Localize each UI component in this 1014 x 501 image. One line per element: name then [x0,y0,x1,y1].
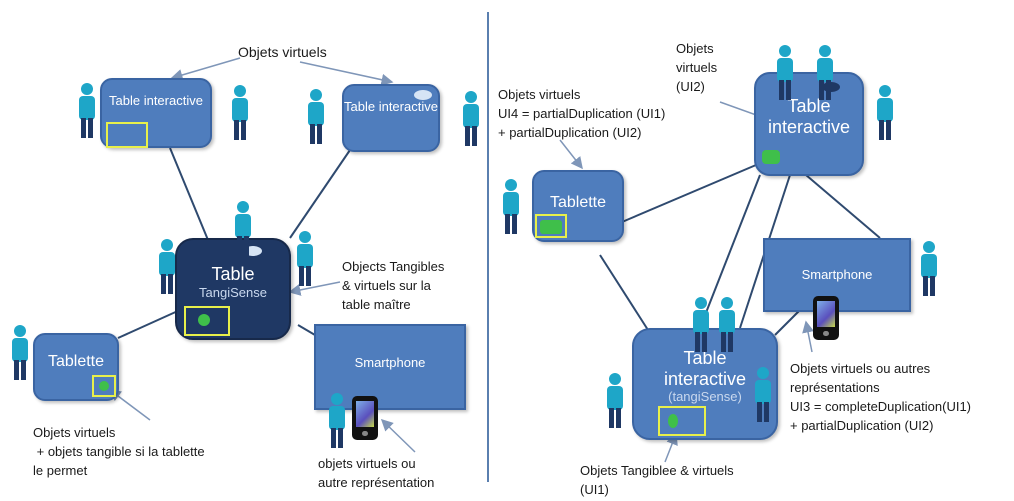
node-tablette-right: Tablette [532,170,624,242]
person-icon [232,85,248,140]
person-icon [79,83,95,138]
table1-screen-highlight [106,122,148,148]
node-smartphone-right-label: Smartphone [801,267,873,282]
label-tablette-right: Objets virtuels UI4 = partialDuplication… [498,87,666,140]
node-table2-label: Table interactive [344,99,438,114]
person-icon [308,89,324,144]
label-ui1: Objets Tangiblee & virtuels (UI1) [580,463,734,497]
node-master-sub: TangiSense [199,284,267,300]
person-icon [817,45,833,100]
arrow-master-label [288,281,341,296]
arrow-objets-to-table1 [170,57,241,81]
person-icon [503,179,519,234]
node-smartphone-left-label: Smartphone [354,355,426,370]
edge-rtable-tablet [621,164,757,223]
edge-table1-master [169,147,209,241]
node-table-tangisense: Table TangiSense [175,238,291,340]
tablet-right-object-icon [540,220,562,234]
person-icon [693,297,709,352]
panel-divider [487,12,489,482]
node-table-interactive-1: Table interactive [100,78,212,148]
node-table1-label: Table interactive [109,93,203,108]
node-master-title: Table [211,264,255,284]
master-object-icon [244,246,262,256]
label-tablette-left: Objets virtuels + objets tangible si la … [33,425,205,478]
smartphone-left-icon [352,396,378,440]
label-smartphone-left: objets virtuels ou autre représentation [318,456,435,490]
edge-master-phone [297,324,316,336]
bottom-tangible-object-icon [668,414,678,428]
label-objets-virtuels-ui2: Objets virtuels (UI2) [676,41,718,94]
person-icon [159,239,175,294]
person-icon [719,297,735,352]
node-smartphone-right: Smartphone [763,238,911,312]
arrow-ui4-to-tablet [559,139,583,170]
node-tablette-right-label: Tablette [549,194,607,211]
person-icon [877,85,893,140]
person-icon [777,45,793,100]
label-objets-virtuels-left: Objets virtuels [238,44,327,60]
person-icon [921,241,937,296]
arrow-phone-label [380,418,416,453]
arrow-objets-to-table2 [299,61,394,86]
person-icon [755,367,771,422]
person-icon [12,325,28,380]
bottom-screen-highlight [658,406,706,436]
tablet-right-screen-highlight [535,214,567,238]
master-screen-highlight [184,306,230,336]
person-icon [607,373,623,428]
smartphone-right-icon [813,296,839,340]
label-master: Objects Tangibles & virtuels sur la tabl… [342,259,445,312]
label-smartphone-right: Objets virtuels ou autres représentation… [790,361,971,433]
node-table-right-label: Table interactive [767,96,851,137]
node-bottom-sub: (tangiSense) [668,389,742,405]
person-icon [329,393,345,448]
person-icon [297,231,313,286]
node-tablette-left-label: Tablette [47,353,105,370]
tablet-left-object-icon [99,381,109,391]
edge-table2-master [289,149,351,239]
node-bottom-title: Table interactive [663,348,747,389]
edge-rtable-phone [805,174,881,239]
edge-tablet-bottom [599,254,649,331]
arrow-phone-label-r [802,320,814,353]
table2-object-icon [414,90,432,100]
master-tangible-object-icon [198,314,210,326]
edge-rtable-bottom2 [699,174,761,329]
edge-master-tablet [117,309,181,339]
table-right-tangible-icon [762,150,780,164]
person-icon [235,201,251,256]
edge-phone-bottom [774,309,801,336]
tablet-left-screen-highlight [92,375,116,397]
person-icon [463,91,479,146]
